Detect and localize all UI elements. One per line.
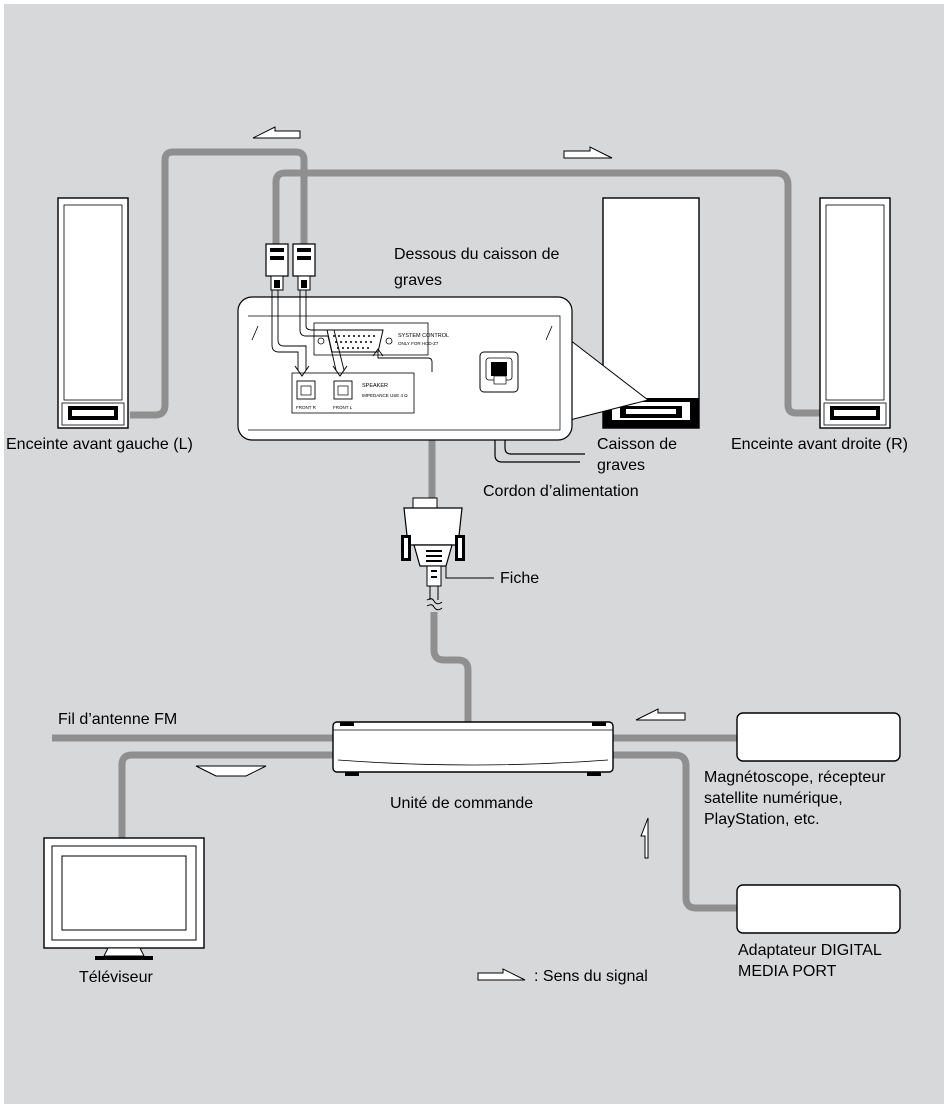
control-unit-label: Unité de commande <box>390 795 533 812</box>
plug-leader <box>445 566 494 579</box>
control-unit-cable <box>430 612 472 722</box>
left-speaker-plug <box>265 243 289 291</box>
system-control-text-2: ONLY FOR HCD-Z7 <box>398 341 439 346</box>
left-speaker-cable <box>130 148 308 419</box>
dmport-label-1: Adaptateur DIGITAL <box>738 942 882 959</box>
power-cord-label: Cordon d’alimentation <box>483 483 639 500</box>
speaker-terminal-label: SPEAKER <box>362 383 388 389</box>
television <box>43 837 205 960</box>
dmport-cable <box>613 751 737 912</box>
dmport-label-2: MEDIA PORT <box>738 963 837 980</box>
fm-antenna-label: Fil d’antenne FM <box>58 711 177 728</box>
subwoofer-bottom-label-1: Dessous du caisson de <box>394 246 560 263</box>
right-speaker <box>819 197 891 429</box>
subwoofer-bottom-label-2: graves <box>394 272 442 289</box>
plug-label: Fiche <box>500 570 539 587</box>
system-control-lead <box>372 348 433 372</box>
vcr-label-2: satellite numérique, <box>704 790 843 807</box>
subwoofer-bottom-panel: SYSTEM CONTROL ONLY FOR HCD-Z7 FRONT R F… <box>237 296 573 441</box>
tv-cable <box>118 751 333 840</box>
power-cord <box>494 384 585 463</box>
impedance-label: IMPEDANCE USE 4 Ω <box>362 393 408 398</box>
right-speaker-label: Enceinte avant droite (R) <box>731 436 908 453</box>
front-r-label: FRONT R <box>296 405 317 410</box>
vcr-device <box>736 712 901 762</box>
left-speaker <box>57 197 129 429</box>
front-l-label: FRONT L <box>333 405 353 410</box>
subwoofer-label-2: graves <box>597 457 645 474</box>
right-speaker-cable <box>272 169 820 417</box>
system-control-text-1: SYSTEM CONTROL <box>398 333 449 339</box>
speaker-plug-leads <box>271 290 348 377</box>
subwoofer-label-1: Caisson de <box>597 436 677 453</box>
tv-label: Téléviseur <box>79 969 153 986</box>
left-speaker-label: Enceinte avant gauche (L) <box>6 436 193 453</box>
legend-label: : Sens du signal <box>534 968 648 985</box>
dmport-device <box>736 884 901 934</box>
right-speaker-plug <box>292 243 316 291</box>
vcr-label-1: Magnétoscope, récepteur <box>704 769 886 786</box>
system-control-plug <box>401 497 465 611</box>
vcr-label-3: PlayStation, etc. <box>704 811 820 828</box>
signal-direction-arrow <box>195 126 686 981</box>
control-unit <box>332 721 614 776</box>
